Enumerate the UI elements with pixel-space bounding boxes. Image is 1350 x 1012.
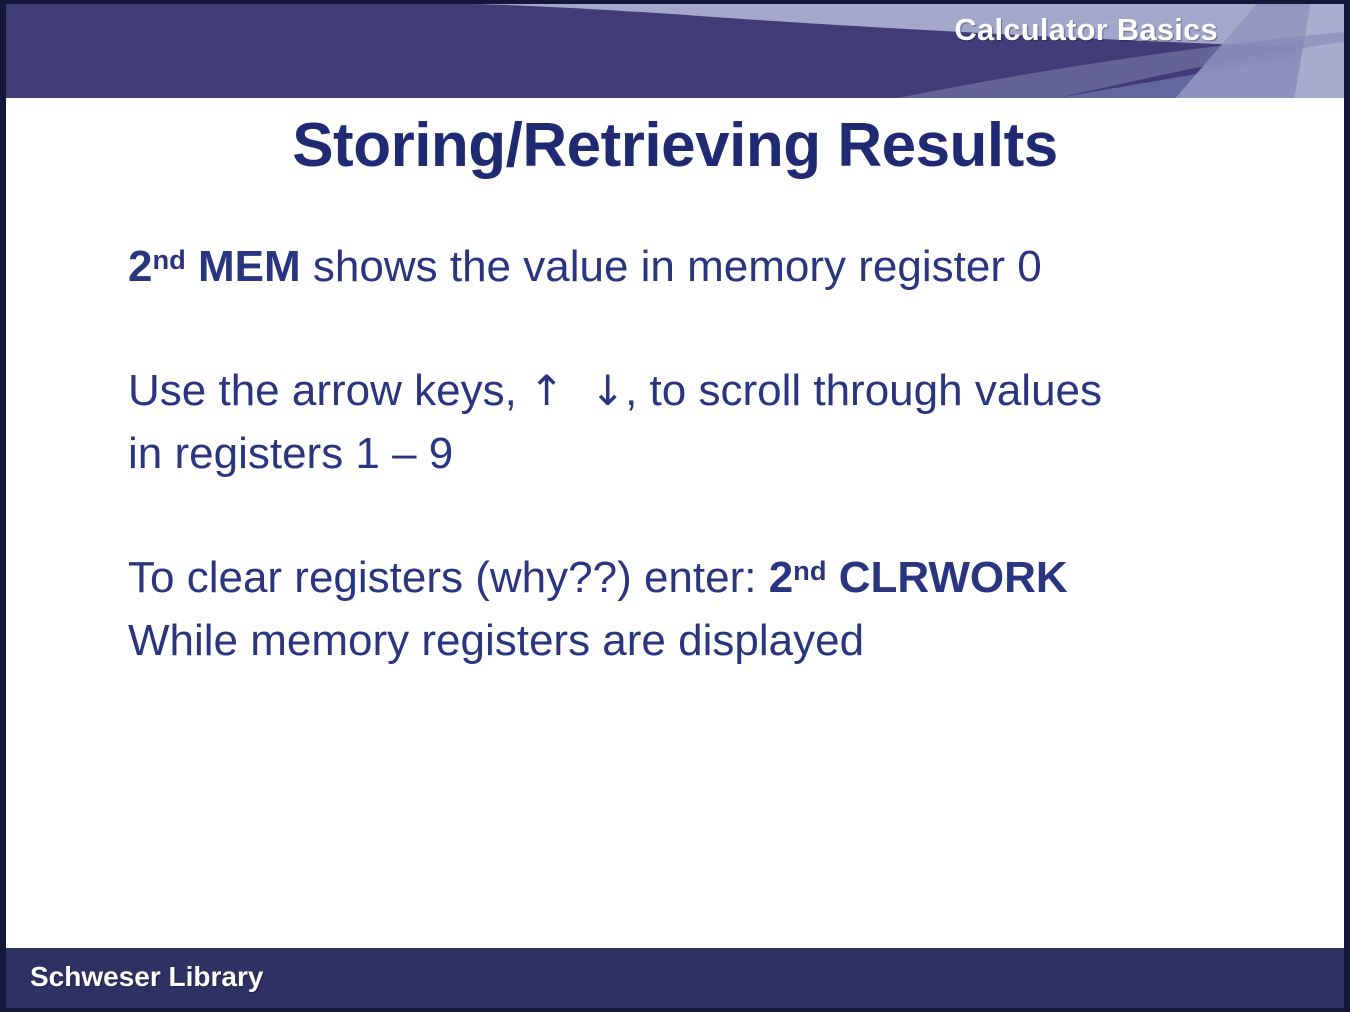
- arrow-up-icon: ↑: [529, 366, 565, 416]
- text-segment: shows the value in memory register 0: [300, 242, 1042, 291]
- arrow-keys-paragraph: Use the arrow keys, ↑ ↓, to scroll throug…: [128, 360, 1298, 485]
- text-segment: 2: [128, 242, 153, 291]
- body-line: 2nd MEM shows the value in memory regist…: [128, 236, 1298, 298]
- body-line: in registers 1 – 9: [128, 423, 1298, 485]
- body-line: To clear registers (why??) enter: 2nd CL…: [128, 547, 1298, 609]
- superscript-ordinal: nd: [152, 243, 186, 275]
- text-segment: To clear registers (why??) enter:: [128, 553, 769, 603]
- clear-registers-paragraph: To clear registers (why??) enter: 2nd CL…: [128, 547, 1298, 672]
- header-stripe-right-2: [1294, 4, 1344, 98]
- footer-label: Schweser Library: [30, 961, 264, 992]
- body-line: While memory registers are displayed: [128, 610, 1298, 672]
- text-segment: CLRWORK: [826, 553, 1068, 603]
- text-segment: Use the arrow keys,: [128, 366, 530, 416]
- text-segment: in registers 1 – 9: [128, 428, 454, 478]
- mem-paragraph: 2nd MEM shows the value in memory regist…: [128, 236, 1298, 298]
- header-decoration-graphic: [6, 4, 1344, 98]
- text-segment: 2: [768, 553, 794, 603]
- header-wave-light: [471, 4, 1344, 48]
- slide-title: Storing/Retrieving Results: [292, 111, 1058, 180]
- text-segment: MEM: [185, 242, 301, 291]
- header-sweep-curve: [898, 32, 1344, 98]
- slide-header-band: Calculator Basics: [6, 4, 1344, 98]
- slide-footer-band: Schweser Library: [6, 948, 1344, 1008]
- body-line: Use the arrow keys, ↑ ↓, to scroll throug…: [128, 360, 1298, 422]
- arrow-down-icon: ↓: [590, 366, 626, 416]
- slide-body: 2nd MEM shows the value in memory regist…: [128, 236, 1298, 672]
- text-segment: While memory registers are displayed: [128, 615, 865, 665]
- text-segment: , to scroll through values: [625, 366, 1103, 416]
- superscript-ordinal: nd: [793, 555, 827, 587]
- header-title: Calculator Basics: [954, 12, 1218, 47]
